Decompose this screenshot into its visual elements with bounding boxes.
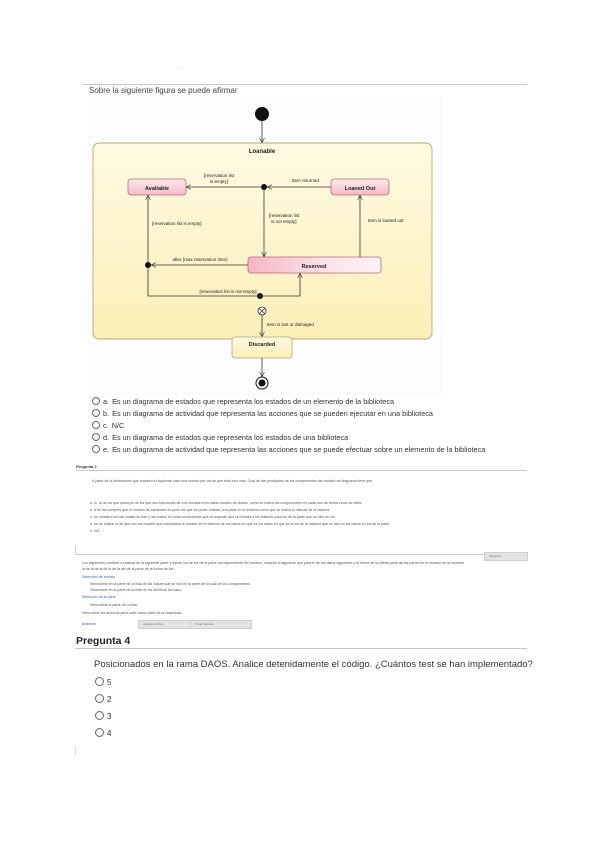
item-returned-label: Item returned (292, 178, 319, 183)
radio-icon[interactable] (95, 711, 104, 720)
next-button[interactable]: Siguiente (484, 552, 528, 561)
option-text: 4 (107, 729, 112, 738)
radio-icon[interactable] (92, 421, 100, 429)
question-2-option[interactable]: d. se de indicar la de que son los model… (90, 522, 390, 526)
option-text: Es un diagrama de estados que representa… (112, 397, 395, 406)
radio-icon[interactable] (95, 677, 104, 686)
question-2-option[interactable]: a. lo, la de los que manejos de los que … (90, 501, 362, 505)
reservation-not-empty-label-1: [reservation list (269, 213, 300, 218)
reservation-empty-label-1: [reservation list (204, 173, 235, 178)
question-1-prompt: Sobre la siguiente figura se puede afirm… (89, 86, 238, 95)
create-folder-button[interactable]: Crear carpeta (190, 620, 252, 629)
option-c[interactable]: c.N/C (92, 421, 124, 430)
option-d[interactable]: d.Es un diagrama de estados que represen… (92, 433, 348, 442)
radio-icon[interactable] (92, 433, 100, 441)
option-b[interactable]: b.Es un diagrama de actividad que repres… (92, 409, 433, 418)
state-diagram-svg: Loanable Available Loaned Out Reserved I… (88, 97, 442, 397)
question-2-option[interactable]: b. a fin las compres que el modelo de op… (90, 508, 330, 512)
item-loaned-out-label: Item is loaned out (368, 218, 404, 223)
add-file-button[interactable]: Agregar archivo (138, 620, 194, 629)
radio-icon[interactable] (95, 694, 104, 703)
radio-icon[interactable] (92, 445, 100, 453)
divider (75, 546, 76, 554)
question-2-prompt: A partir de la información que muestra e… (92, 479, 373, 483)
item-lost-label: Item is lost or damaged (267, 322, 314, 327)
available-state (127, 178, 187, 196)
reserved-label: Reserved (302, 264, 327, 270)
available-label: Available (145, 186, 169, 192)
option-letter: c. (103, 421, 109, 430)
question-3-bullet: Seleccione en la parte de la lista de lo… (90, 588, 183, 592)
question-2-option[interactable]: c. se muestra con las cuales se dan y la… (90, 515, 335, 519)
question-3-footer: Seleccione los archivos para subir como … (82, 611, 183, 615)
radio-icon[interactable] (92, 409, 100, 417)
divider (75, 746, 76, 756)
question-3-bullet: Seleccione la parte de la lista. (90, 603, 138, 607)
option-letter: d. (103, 433, 110, 442)
option-text: Es un diagrama de actividad que represen… (112, 445, 486, 454)
q4-option-3[interactable]: 3 (95, 711, 111, 721)
question-3-bullet: Seleccione en la parte de la lista de la… (90, 582, 251, 586)
q4-option-4[interactable]: 4 (95, 728, 111, 738)
choice-node-left (145, 262, 151, 268)
option-text: 5 (107, 678, 112, 687)
divider (75, 648, 527, 649)
reservation-not-empty-bottom-label: [reservation list is not empty] (199, 289, 256, 294)
option-text: Es un diagrama de estados que representa… (112, 433, 349, 442)
after-max-time-label: after (max reservation time) (172, 257, 228, 262)
divider (76, 470, 527, 471)
divider (76, 554, 527, 555)
option-a[interactable]: a.Es un diagrama de estados que represen… (92, 397, 394, 406)
reservation-not-empty-label-2: is not empty] (271, 219, 297, 224)
question-3-label: Selección de la parte (82, 595, 116, 599)
option-text: Es un diagrama de actividad que represen… (112, 409, 433, 418)
loaned-out-label: Loaned Out (345, 186, 376, 192)
radio-icon[interactable] (92, 397, 100, 405)
question-3-text: Los siguientes cambios a realizar de la … (82, 561, 464, 565)
divider (82, 84, 527, 85)
reservation-empty-left-label: [reservation list is empty] (152, 221, 202, 226)
radio-icon[interactable] (95, 728, 104, 737)
loanable-label: Loanable (249, 149, 276, 155)
choice-node-top (261, 184, 267, 190)
question-4-heading: Pregunta 4 (76, 635, 131, 647)
question-3-text: la de la de la de la de la del de la par… (82, 567, 174, 571)
question-4-prompt: Posicionados en la rama DAOS. Analice de… (94, 659, 533, 670)
option-e[interactable]: e.Es un diagrama de actividad que repres… (92, 445, 485, 454)
option-letter: b. (103, 409, 110, 418)
option-text: N/C (111, 421, 125, 430)
q4-option-2[interactable]: 2 (95, 694, 111, 704)
question-3-label: Selección de archivo (82, 575, 116, 579)
page-mark: · · (176, 66, 182, 72)
option-letter: e. (103, 445, 110, 454)
question-2-heading: Pregunta 2 (76, 464, 97, 469)
option-letter: a. (103, 397, 110, 406)
initial-node (255, 107, 269, 121)
option-text: 2 (107, 695, 112, 704)
discarded-label: Discarded (249, 342, 276, 348)
option-text: 3 (107, 712, 112, 721)
reservation-empty-label-2: is empty] (210, 179, 228, 184)
q4-option-1[interactable]: 5 (95, 677, 111, 687)
question-2-option[interactable]: e. N/C (90, 529, 101, 533)
state-diagram: Loanable Available Loaned Out Reserved I… (88, 97, 442, 397)
upload-label: Archivos (82, 622, 96, 626)
